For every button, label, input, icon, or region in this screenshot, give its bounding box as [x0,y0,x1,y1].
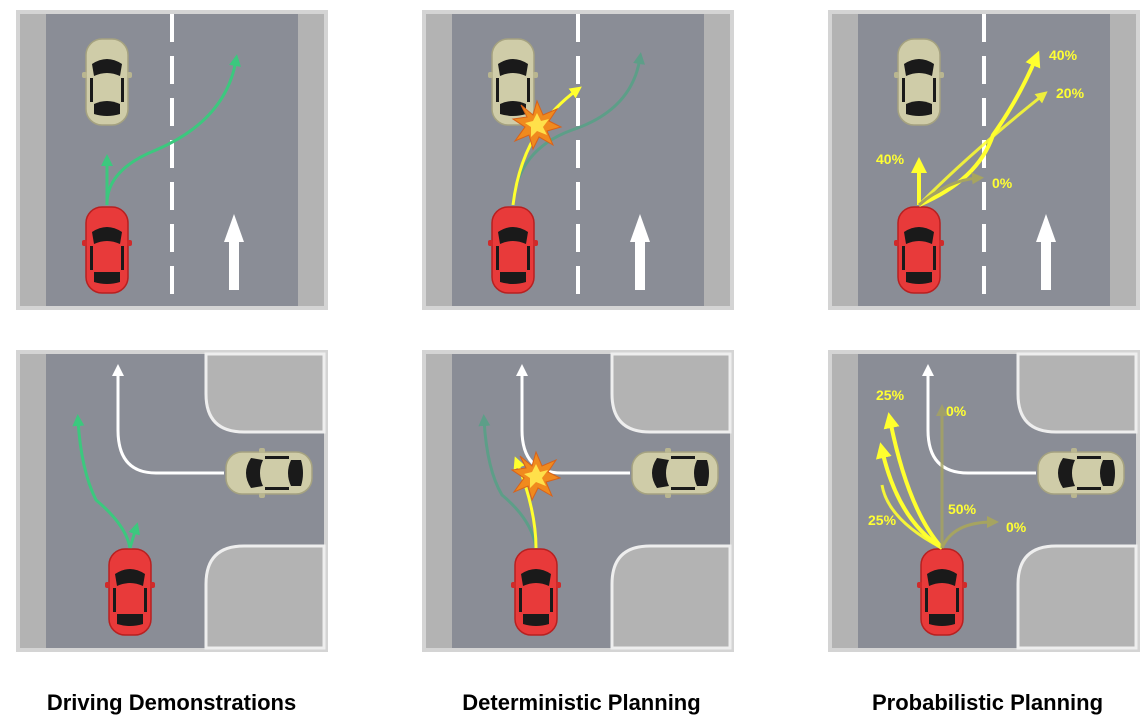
demo-path-straight [128,522,141,549]
lane-direction-arrow-icon [224,214,244,290]
prob-label: 40% [1049,47,1078,63]
prob-label: 25% [868,512,897,528]
column-title-probabilistic: Probabilistic Planning [871,690,1104,715]
plan-path-25-branch [880,484,943,550]
corner-block-bottom [204,544,326,650]
other-car [893,38,945,126]
plan-path-20 [917,91,1048,207]
demo-intersection-panel [16,350,328,652]
prob-label: 0% [992,175,1013,191]
demo-highway-panel [16,10,328,310]
other-car [487,38,539,126]
right-sidewalk [704,14,730,306]
corner-block-top [610,352,732,434]
plan-path-0-right [940,516,999,549]
left-sidewalk [20,14,46,306]
right-sidewalk [298,14,324,306]
ego-car [510,548,562,636]
corner-block-bottom [1016,544,1138,650]
other-car [225,447,313,499]
probabilistic-highway-panel: 40% 20% 40% 0% [828,10,1140,310]
other-car [81,38,133,126]
left-sidewalk [426,14,452,306]
prob-label: 20% [1056,85,1085,101]
other-car [1037,447,1125,499]
corner-block-top [204,352,326,434]
ego-car [487,206,539,294]
left-sidewalk [832,14,858,306]
column-title-deterministic: Deterministic Planning [462,690,701,715]
demo-path-left [72,414,132,549]
probabilistic-intersection-panel: 25% 0% 25% 50% 0% [828,350,1140,652]
other-car-path [516,364,630,475]
corner-block-top [1016,352,1138,434]
plan-path-25-upper [883,412,944,550]
deterministic-intersection-panel [422,350,734,652]
other-car [631,447,719,499]
prob-label: 40% [876,151,905,167]
other-car-path [922,364,1036,475]
lane-direction-arrow-icon [1036,214,1056,290]
deterministic-highway-panel [422,10,734,310]
right-sidewalk [1110,14,1136,306]
prob-label: 0% [946,403,967,419]
ego-car [893,206,945,294]
left-sidewalk [426,354,452,648]
column-title-demonstrations: Driving Demonstrations [46,690,297,715]
ego-car [81,206,133,294]
left-sidewalk [832,354,858,648]
prob-label: 25% [876,387,905,403]
corner-block-bottom [610,544,732,650]
other-car-path [112,364,224,475]
ego-car [916,548,968,636]
lane-direction-arrow-icon [630,214,650,290]
left-sidewalk [20,354,46,648]
faded-demo-path [478,414,538,549]
plan-path-0 [918,172,984,207]
prob-label: 50% [948,501,977,517]
ego-car [104,548,156,636]
demo-path-lane-change [105,54,241,206]
prob-label: 0% [1006,519,1027,535]
